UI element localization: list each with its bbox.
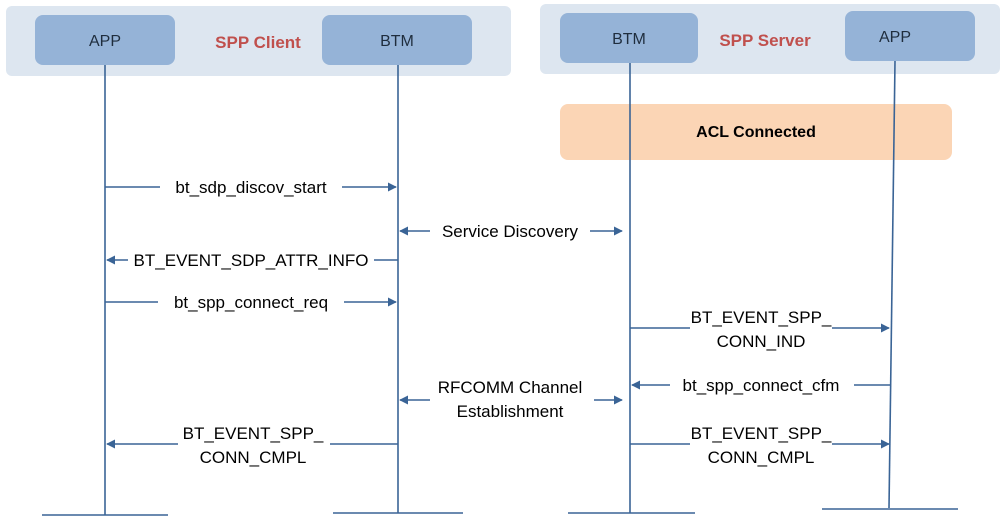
msg-conn-ind-label-line2: CONN_IND [717, 332, 806, 351]
msg-server-conn-cmpl-label-line1: BT_EVENT_SPP_ [691, 424, 832, 443]
server-app-lifeline [888, 60, 896, 509]
acl-connected-label: ACL Connected [696, 124, 816, 141]
client-btm-box [322, 15, 472, 65]
client-btm-label: BTM [380, 33, 414, 50]
server-app-box [845, 11, 975, 61]
server-btm-label: BTM [612, 31, 646, 48]
client-app-label: APP [89, 33, 121, 50]
msg-client-conn-cmpl-label-line1: BT_EVENT_SPP_ [183, 424, 324, 443]
msg-server-conn-cmpl-label-line2: CONN_CMPL [708, 448, 815, 467]
msg-conn-ind-label-line1: BT_EVENT_SPP_ [691, 308, 832, 327]
msg-rfcomm-label-line1: RFCOMM Channel [438, 378, 583, 397]
msg-spp-connect-req-label: bt_spp_connect_req [174, 293, 328, 312]
acl-connected-box [560, 104, 952, 160]
msg-spp-connect-cfm-label: bt_spp_connect_cfm [683, 376, 840, 395]
server-app-label: APP [879, 29, 911, 46]
client-app-box [35, 15, 175, 65]
server-title: SPP Server [719, 31, 811, 50]
msg-sdp-attr-info-label: BT_EVENT_SDP_ATTR_INFO [134, 251, 369, 270]
msg-sdp-discov-start-label: bt_sdp_discov_start [175, 178, 326, 197]
msg-client-conn-cmpl-label-line2: CONN_CMPL [200, 448, 307, 467]
msg-service-discovery-label: Service Discovery [442, 222, 579, 241]
client-title: SPP Client [215, 33, 301, 52]
msg-rfcomm-label-line2: Establishment [457, 402, 564, 421]
server-btm-box [560, 13, 698, 63]
